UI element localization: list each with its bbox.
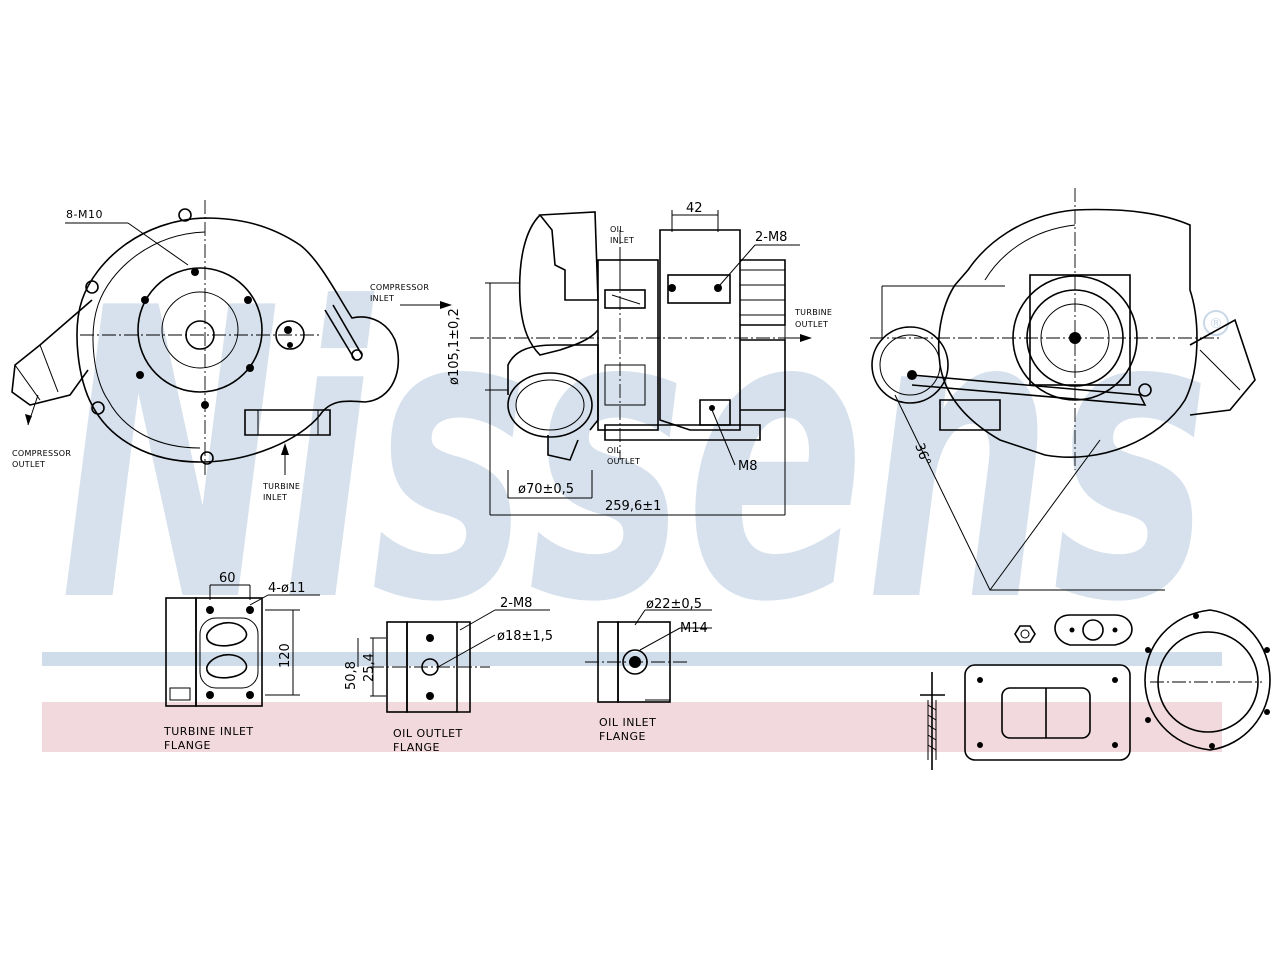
oif-caption: OIL INLET <box>599 716 656 729</box>
oif-thread: M14 <box>680 621 708 636</box>
dim-length-label: 259,6±1 <box>605 499 661 514</box>
svg-text:INLET: INLET <box>610 236 634 245</box>
outlet-gasket-icon <box>1144 609 1271 751</box>
stud-bolt-icon <box>920 672 945 770</box>
compressor-inlet-label: COMPRESSOR <box>370 283 429 292</box>
dim-diameter-label: ø70±0,5 <box>518 482 574 497</box>
compressor-volute-outline <box>76 217 400 463</box>
tif-dim-height: 120 <box>278 643 293 668</box>
front-view: 8-M10 COMPRESSOR OUTLET TURBINE INLET <box>11 200 400 502</box>
thread-top-label: 2-M8 <box>755 230 787 245</box>
svg-text:INLET: INLET <box>263 493 287 502</box>
compressor-inlet-ring <box>507 372 593 438</box>
svg-text:OUTLET: OUTLET <box>12 460 45 469</box>
oil-outlet-label: OIL <box>607 446 621 455</box>
watermark-layer: Nissens ® <box>42 225 1229 752</box>
oif-bore: ø22±0,5 <box>646 597 702 612</box>
wastegate-actuator <box>871 326 949 404</box>
dim-42: 42 <box>686 201 703 216</box>
pink-band <box>42 702 1222 752</box>
oil-inlet-flange: M14 ø22±0,5 OIL INLET FLANGE <box>585 597 712 743</box>
turbine-inlet-flange: 60 4-ø11 120 TURBINE INLET FLANGE <box>163 571 320 752</box>
turbine-inlet-label: TURBINE <box>262 482 300 491</box>
turbine-housing <box>659 229 741 431</box>
bolt-holes <box>136 268 293 409</box>
oof-thread: 2-M8 <box>500 596 532 611</box>
svg-text:FLANGE: FLANGE <box>599 730 646 743</box>
tif-holes: 4-ø11 <box>268 581 305 596</box>
oil-gasket-icon <box>1054 614 1133 646</box>
oil-inlet-label: OIL <box>610 225 624 234</box>
turbine-inlet-gasket-icon <box>964 664 1131 761</box>
rear-view: 36° <box>870 188 1256 591</box>
oof-dim-a: 50,8 <box>344 661 359 690</box>
thread-bottom-label: M8 <box>738 459 758 474</box>
compressor-housing <box>538 211 599 301</box>
svg-text:INLET: INLET <box>370 294 394 303</box>
accessory-kit <box>920 609 1271 770</box>
svg-text:FLANGE: FLANGE <box>164 739 211 752</box>
dim-height-label: ø105,1±0,2 <box>447 308 462 385</box>
angle-label: 36° <box>911 441 933 468</box>
svg-text:®: ® <box>1209 316 1223 332</box>
oil-outlet-flange: 50,8 25,4 2-M8 ø18±1,5 OIL OUTLET FLANGE <box>344 596 553 754</box>
center-hub-plate <box>137 267 263 393</box>
svg-text:FLANGE: FLANGE <box>393 741 440 754</box>
tif-caption: TURBINE INLET <box>163 725 254 738</box>
bolts-label: 8-M10 <box>66 208 103 221</box>
svg-text:OUTLET: OUTLET <box>795 320 828 329</box>
oof-caption: OIL OUTLET <box>393 727 463 740</box>
svg-text:OUTLET: OUTLET <box>607 457 640 466</box>
oof-dim-b: 25,4 <box>362 653 377 682</box>
side-view: 42 2-M8 M8 ø105,1±0,2 ø70±0,5 259,6±1 OI… <box>370 201 832 516</box>
nut-icon <box>1014 625 1036 643</box>
oof-bore: ø18±1,5 <box>497 629 553 644</box>
turbine-outlet-label: TURBINE <box>794 308 832 317</box>
turbine-volute-outline <box>937 208 1198 459</box>
compressor-outlet-label: COMPRESSOR <box>12 449 71 458</box>
tif-dim-width: 60 <box>219 571 236 586</box>
